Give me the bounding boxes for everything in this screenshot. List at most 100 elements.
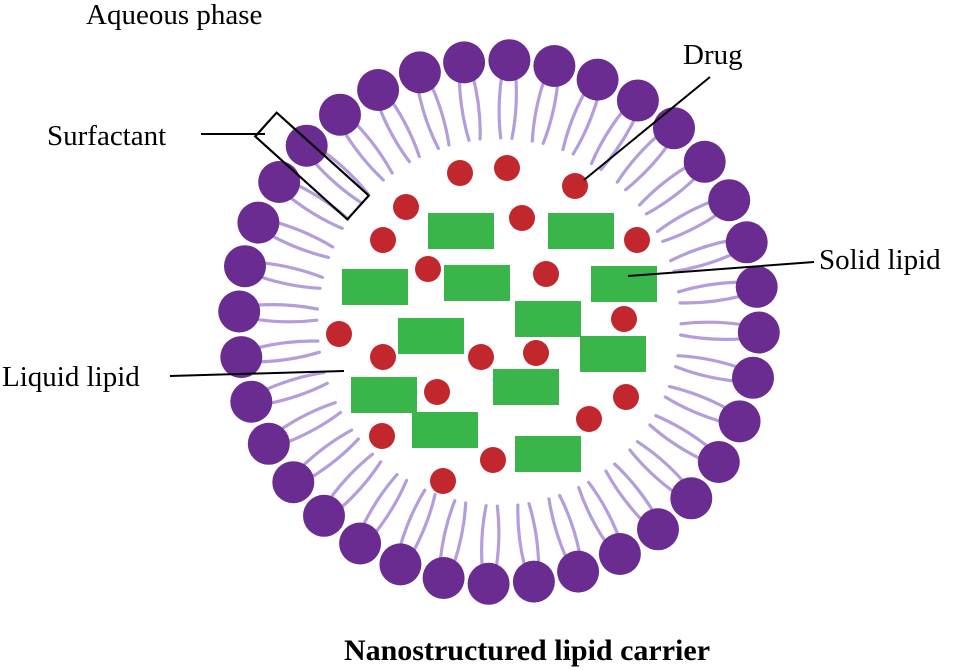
surfactant-tail [672, 252, 736, 273]
surfactant-tail [253, 303, 319, 311]
surfactant-tail [471, 75, 482, 141]
surfactant-tail [677, 280, 742, 294]
surfactant-tail [278, 401, 337, 432]
surfactant-tail [547, 497, 569, 561]
surfactant-head [725, 221, 768, 264]
surfactant-tail [373, 478, 409, 536]
surfactant-tail [613, 462, 656, 514]
surfactant-tail [604, 469, 645, 523]
solid-lipid-block [428, 213, 494, 249]
surfactant-tail [321, 149, 370, 196]
solid-lipid-block [515, 436, 581, 472]
solid-lipid-block [412, 412, 478, 448]
drug-particle [576, 406, 602, 432]
drug-particle [562, 173, 588, 199]
surfactant-tail [377, 105, 411, 164]
drug-particle [624, 227, 650, 253]
surfactant-head [247, 422, 290, 465]
surfactant-head [319, 93, 361, 136]
surfactant-tail [452, 501, 468, 566]
surfactant-tail [661, 212, 720, 243]
surfactant-head [616, 79, 659, 122]
surfactant-tail [638, 164, 690, 207]
drug-particle [370, 227, 396, 253]
surfactant-tail [438, 499, 457, 563]
drug-particle [447, 160, 473, 186]
drug-particle [326, 321, 352, 347]
surfactant-tail [678, 294, 744, 305]
drug-particle [370, 344, 396, 370]
solid-lipid-block [493, 369, 559, 405]
surfactant-head [224, 245, 266, 288]
surfactant-tail [342, 130, 385, 182]
aqueous-phase-label: Aqueous phase [86, 0, 262, 31]
surfactant-tail [287, 194, 344, 230]
surfactant-tail [663, 395, 724, 424]
liquid-lipid-label: Liquid lipid [2, 361, 140, 393]
surfactant-head [379, 543, 422, 586]
surfactant-head [339, 522, 382, 565]
drug-particle [424, 379, 450, 405]
surfactant-tail [624, 143, 670, 192]
drug-particle [468, 344, 494, 370]
surfactant-tail [587, 480, 621, 539]
surfactant-tail [494, 504, 501, 570]
surfactant-tail [260, 261, 324, 279]
surfactant-head [443, 41, 486, 84]
drug-group [326, 155, 650, 494]
surfactant-tail [679, 320, 745, 327]
surfactant-tail [644, 175, 698, 216]
surfactant-tail [516, 503, 527, 569]
drug-particle [523, 340, 549, 366]
surfactant-tail [361, 473, 399, 528]
surfactant-head [467, 562, 510, 605]
surfactant-head [533, 45, 576, 87]
solid-lipid-leader-line [627, 261, 815, 277]
surfactant-head [718, 400, 761, 443]
surfactant-tail [530, 78, 546, 143]
liquid-lipid-leader-line [169, 370, 345, 377]
surfactant-tail [599, 116, 637, 171]
surfactant-tail [510, 74, 518, 140]
drug-particle [533, 261, 559, 287]
surfactant-head [230, 380, 273, 423]
surfactant-tail [312, 160, 363, 204]
surfactant-tail [308, 437, 360, 480]
surfactant-head [357, 69, 400, 111]
surfactant-head [708, 179, 751, 222]
surfactant-label: Surfactant [47, 120, 166, 152]
surfactant-tail [267, 381, 329, 406]
surfactant-head [422, 557, 465, 599]
surfactant-head [735, 265, 778, 308]
surfactant-head [637, 508, 679, 551]
surfactant-tail [338, 460, 383, 511]
surfactant-tail [667, 385, 729, 411]
surfactant-tail [300, 428, 354, 469]
surfactant-tail [628, 448, 677, 495]
solid-lipid-block [351, 377, 417, 413]
surfactant-tail [655, 199, 714, 234]
drug-particle [369, 423, 395, 449]
surfactant-tail [615, 133, 660, 184]
surfactant-tail [390, 99, 421, 159]
surfactant-head [272, 461, 315, 504]
surfactant-tail [254, 339, 320, 350]
surfactant-tail [256, 350, 321, 364]
surfactant-highlight-box [253, 111, 371, 221]
solid-lipid-group [342, 213, 657, 472]
surfactant-tail [416, 88, 440, 150]
surfactant-tail [669, 238, 731, 263]
diagram-caption: Nanostructured lipid carrier [344, 634, 710, 667]
surfactant-head [303, 494, 345, 537]
drug-particle [494, 155, 520, 181]
surfactant-head [737, 311, 780, 354]
solid-lipid-block [444, 265, 510, 301]
surfactant-tail [589, 108, 625, 166]
surfactant-head [220, 336, 263, 379]
surfactant-head [557, 550, 600, 593]
solid-lipid-block [548, 213, 614, 249]
surfactant-tail [654, 414, 711, 450]
surfactant-head [488, 39, 531, 82]
surfactant-tail [457, 77, 471, 142]
